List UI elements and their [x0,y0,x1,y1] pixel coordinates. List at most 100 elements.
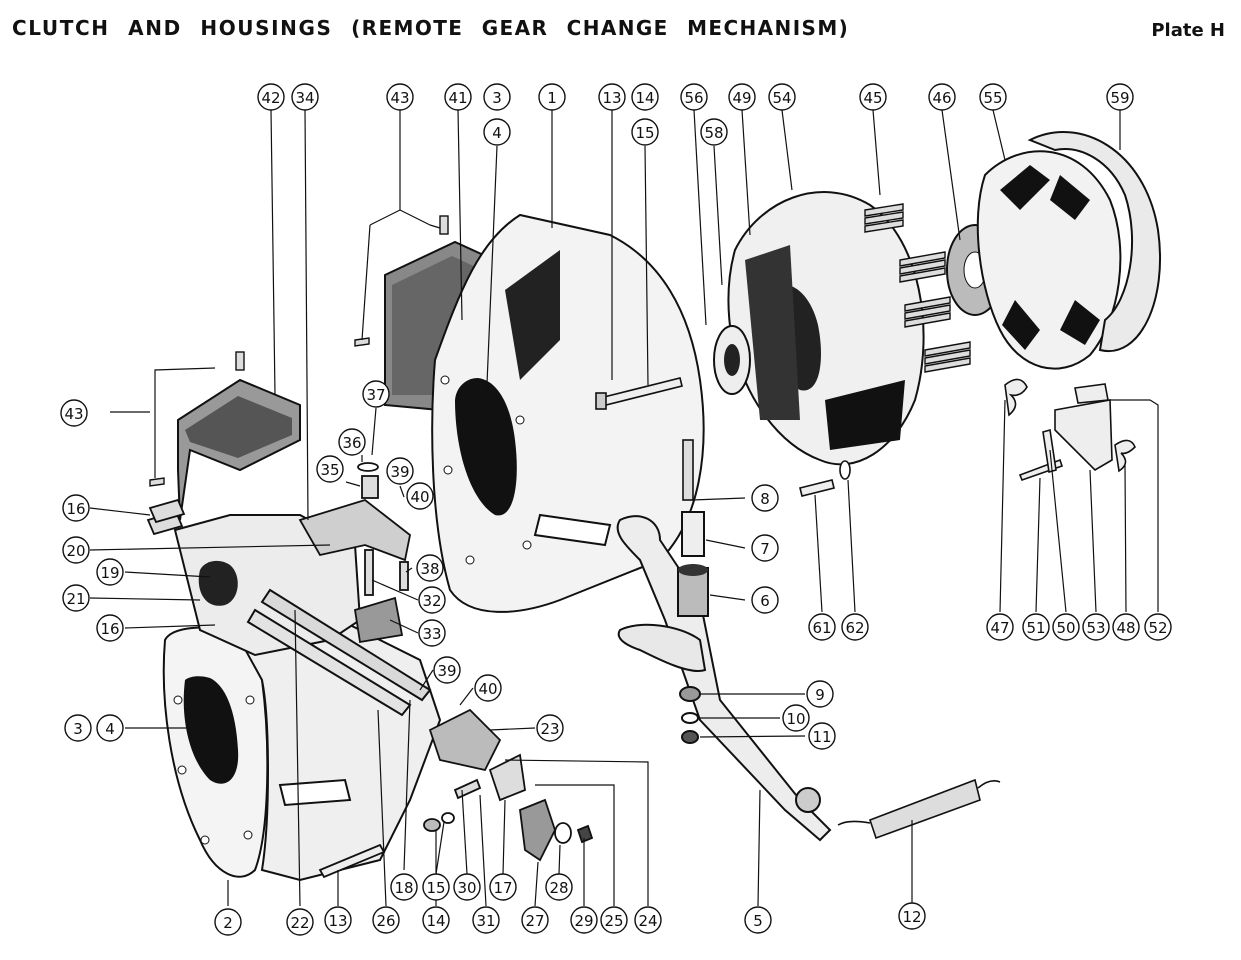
callout-c47: 47 [986,613,1014,641]
callout-c8: 8 [751,484,779,512]
callout-c15b: 15 [422,873,450,901]
callout-circle [986,613,1014,641]
callout-c2: 2 [214,908,242,936]
callout-circle [680,83,708,111]
callout-c22: 22 [286,908,314,936]
callout-c32: 32 [418,586,446,614]
callout-circle [257,83,285,111]
callout-circle [96,714,124,742]
callout-circle [1082,613,1110,641]
callout-c28: 28 [545,873,573,901]
callout-number: 31 [476,912,495,930]
callout-circle [406,482,434,510]
callout-c51: 51 [1022,613,1050,641]
callout-number: 34 [295,89,314,107]
callout-number: 3 [492,89,502,107]
return-spring [837,778,1001,840]
callout-circle [386,83,414,111]
callout-c18: 18 [390,873,418,901]
callout-c19: 19 [96,558,124,586]
callout-circle [62,584,90,612]
bolt-upper [595,377,683,410]
callout-c43b: 43 [60,399,88,427]
callout-circle [390,873,418,901]
callout-circle [1052,613,1080,641]
callout-circle [631,83,659,111]
callout-c17: 17 [489,873,517,901]
callout-c11: 11 [808,722,836,750]
callout-c40b: 40 [474,674,502,702]
callout-number: 30 [457,879,476,897]
callout-number: 3 [73,720,83,738]
callout-c37: 37 [362,380,390,408]
callout-c59: 59 [1106,83,1134,111]
callout-number: 58 [704,124,723,142]
callout-c42: 42 [257,83,285,111]
callout-c54: 54 [768,83,796,111]
callout-circle [96,558,124,586]
callout-c38: 38 [416,554,444,582]
plate-title: CLUTCH AND HOUSINGS (REMOTE GEAR CHANGE … [12,16,849,40]
callout-number: 52 [1148,619,1167,637]
callout-circle [1022,613,1050,641]
clutch-cover-and-disc [976,131,1162,370]
callout-c4b: 4 [96,714,124,742]
callout-circle [418,586,446,614]
callout-c45: 45 [859,83,887,111]
selector-components [318,708,594,879]
callout-number: 35 [320,461,339,479]
callout-circle [433,656,461,684]
callout-c50: 50 [1052,613,1080,641]
callout-circle [1112,613,1140,641]
callout-number: 8 [760,490,770,508]
callout-number: 25 [604,912,623,930]
callout-number: 13 [328,912,347,930]
callout-circle [1144,613,1172,641]
callout-c58: 58 [700,118,728,146]
callout-circle [841,613,869,641]
callout-number: 55 [983,89,1002,107]
callout-c26: 26 [372,906,400,934]
callout-circle [536,714,564,742]
callout-c24: 24 [634,906,662,934]
callout-c23: 23 [536,714,564,742]
callout-number: 46 [932,89,951,107]
callout-number: 9 [815,686,825,704]
callout-circle [806,680,834,708]
pressure-plate-assembly [713,191,925,466]
callout-circle [416,554,444,582]
title-text: CLUTCH AND HOUSINGS [12,16,333,40]
callout-number: 13 [602,89,621,107]
callout-number: 15 [635,124,654,142]
clutch-lever [616,515,832,842]
callout-c10: 10 [782,704,810,732]
callout-c13a: 13 [598,83,626,111]
callout-number: 22 [290,914,309,932]
callout-number: 62 [845,619,864,637]
lever-bushes [677,439,709,617]
callout-c30: 30 [453,873,481,901]
callout-circle [474,674,502,702]
callout-circle [338,428,366,456]
callout-c16b: 16 [96,614,124,642]
callout-number: 2 [223,914,233,932]
callout-number: 26 [376,912,395,930]
callout-number: 33 [422,625,441,643]
callout-circle [489,873,517,901]
clutch-housing [431,213,705,613]
callout-number: 16 [100,620,119,638]
callout-number: 42 [261,89,280,107]
callout-c53: 53 [1082,613,1110,641]
callout-number: 39 [390,463,409,481]
callout-c6: 6 [751,586,779,614]
lever-nuts [679,686,701,744]
callout-circle [751,586,779,614]
callout-circle [62,494,90,522]
callout-circle [728,83,756,111]
callout-circle [483,83,511,111]
callout-number: 10 [786,710,805,728]
callout-number: 17 [493,879,512,897]
callout-c9: 9 [806,680,834,708]
callout-c27: 27 [521,906,549,934]
callout-circle [979,83,1007,111]
